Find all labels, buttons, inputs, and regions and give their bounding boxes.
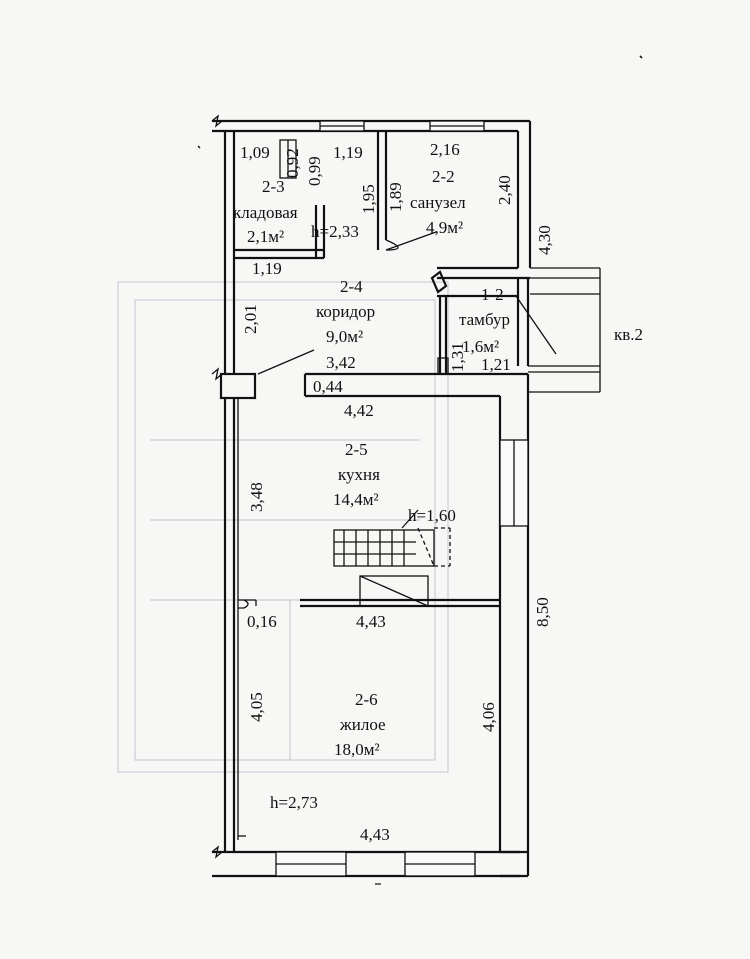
kitchen-area: 14,4м²: [333, 490, 379, 509]
corridor-id: 2-4: [340, 277, 363, 296]
dim-0-16: 0,16: [247, 612, 277, 631]
dim-4-42: 4,42: [344, 401, 374, 420]
exterior-walls: [211, 114, 601, 878]
vestibule-name: тамбур: [459, 310, 510, 329]
vestibule-area: 1,6м²: [462, 337, 499, 356]
bathroom-area: 4,9м²: [426, 218, 463, 237]
dim-4-30: 4,30: [535, 225, 554, 255]
staircase: [333, 509, 451, 607]
corridor-area: 9,0м²: [326, 327, 363, 346]
living-height: h=2,73: [270, 793, 318, 812]
storage-area: 2,1м²: [247, 227, 284, 246]
dim-1-21: 1,21: [481, 355, 511, 374]
dim-0-99: 0,99: [305, 156, 324, 186]
storage-height: h=2,33: [311, 222, 359, 241]
apartment-label: кв.2: [614, 325, 643, 344]
vestibule-id: 1-2: [481, 285, 504, 304]
dim-1-95: 1,95: [359, 184, 378, 214]
kitchen-name: кухня: [338, 465, 380, 484]
dim-1-19-bottom: 1,19: [252, 259, 282, 278]
living-area: 18,0м²: [334, 740, 380, 759]
dim-2-01: 2,01: [241, 304, 260, 334]
dim-8-50: 8,50: [533, 597, 552, 627]
living-id: 2-6: [355, 690, 378, 709]
dim-1-09: 1,09: [240, 143, 270, 162]
corridor-name: коридор: [316, 302, 375, 321]
dim-0-44: 0,44: [313, 377, 343, 396]
stair-height: h=1,60: [408, 506, 456, 525]
storage-name: кладовая: [233, 203, 298, 222]
bathroom-id: 2-2: [432, 167, 455, 186]
dim-4-43-mid: 4,43: [356, 612, 386, 631]
storage-id: 2-3: [262, 177, 285, 196]
left-pillar: [219, 372, 257, 400]
bathroom-name: санузел: [410, 193, 466, 212]
dim-3-48: 3,48: [247, 482, 266, 512]
dim-0-92: 0,92: [283, 148, 302, 178]
room-labels: 2-3 кладовая 2,1м² 2-2 санузел 4,9м² 2-4…: [233, 167, 643, 812]
kitchen-id: 2-5: [345, 440, 368, 459]
dim-2-16: 2,16: [430, 140, 460, 159]
dimension-labels: 1,09 0,92 0,99 1,19 2,16 1,95 1,89 2,40 …: [240, 140, 554, 844]
scan-marks: [197, 55, 643, 885]
dim-1-19-top: 1,19: [333, 143, 363, 162]
dim-4-05: 4,05: [247, 692, 266, 722]
dim-2-40: 2,40: [495, 175, 514, 205]
living-name: жилое: [339, 715, 386, 734]
dim-4-06: 4,06: [479, 702, 498, 732]
dim-1-89: 1,89: [386, 182, 405, 212]
ghost-lines: [117, 281, 449, 773]
dim-4-43-bottom: 4,43: [360, 825, 390, 844]
dim-1-31: 1,31: [448, 342, 467, 372]
dim-3-42: 3,42: [326, 353, 356, 372]
